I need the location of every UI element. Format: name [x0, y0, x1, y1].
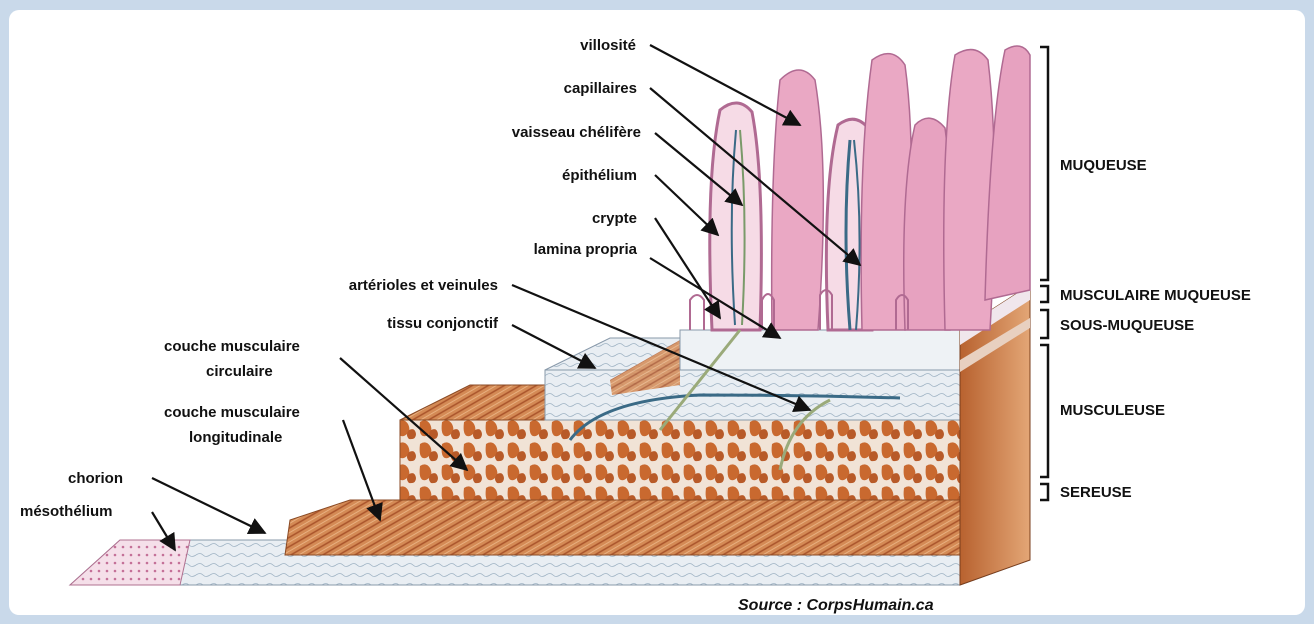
layer-brackets — [1040, 47, 1048, 500]
source-credit: Source : CorpsHumain.ca — [738, 597, 934, 614]
label-mesothelium: mésothélium — [20, 503, 113, 520]
layer-musculaire-muqueuse: MUSCULAIRE MUQUEUSE — [1060, 287, 1251, 304]
layer-sereuse: SEREUSE — [1060, 484, 1132, 501]
layer-musculeuse: MUSCULEUSE — [1060, 402, 1165, 419]
label-couche-circulaire-2: circulaire — [206, 363, 273, 380]
label-lamina-propria: lamina propria — [534, 241, 638, 258]
label-chorion: chorion — [68, 470, 123, 487]
diagram-panel: villosité capillaires vaisseau chélifère… — [9, 10, 1305, 615]
label-capillaires: capillaires — [564, 80, 637, 97]
villi — [690, 46, 1030, 330]
label-villosite: villosité — [580, 37, 636, 54]
label-vaisseau-chelifere: vaisseau chélifère — [512, 124, 641, 141]
label-crypte: crypte — [592, 210, 637, 227]
label-arterioles-veinules: artérioles et veinules — [349, 277, 498, 294]
label-couche-circulaire-1: couche musculaire — [164, 338, 300, 355]
label-couche-longitudinale-1: couche musculaire — [164, 404, 300, 421]
label-couche-longitudinale-2: longitudinale — [189, 429, 282, 446]
label-tissu-conjonctif: tissu conjonctif — [387, 315, 499, 332]
layer-sous-muqueuse: SOUS-MUQUEUSE — [1060, 317, 1194, 334]
intestinal-wall-diagram: villosité capillaires vaisseau chélifère… — [9, 10, 1305, 615]
label-epithelium: épithélium — [562, 167, 637, 184]
layer-muqueuse: MUQUEUSE — [1060, 157, 1147, 174]
